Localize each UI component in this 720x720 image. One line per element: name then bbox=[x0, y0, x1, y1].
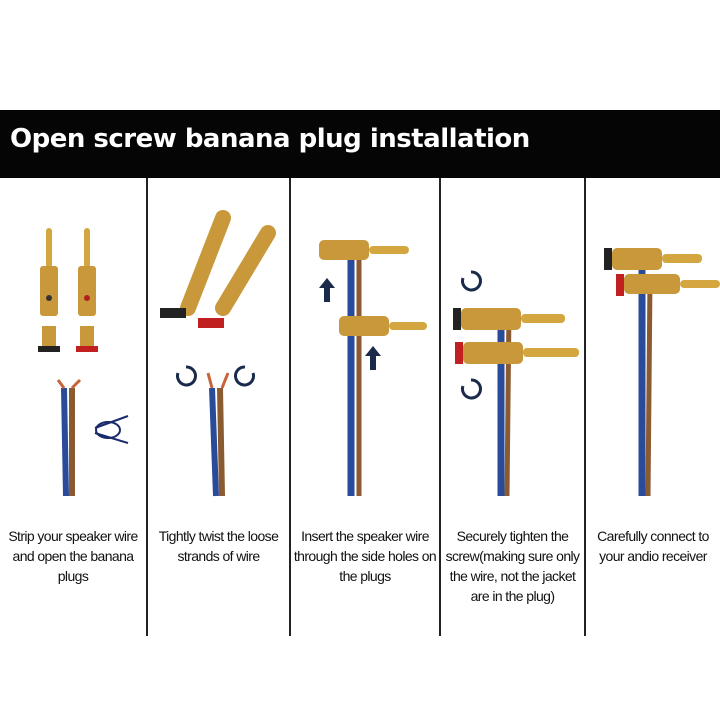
tighten-screw-illustration bbox=[453, 270, 579, 497]
wire-stripper-icon bbox=[94, 415, 129, 444]
page-title: Open screw banana plug installation bbox=[10, 124, 530, 154]
twist-wire-illustration bbox=[160, 210, 276, 497]
column-divider bbox=[584, 178, 586, 636]
banana-plug-icon bbox=[319, 240, 427, 336]
column-divider bbox=[289, 178, 291, 636]
step-caption: Tightly twist the loose strands of wire bbox=[158, 528, 279, 564]
step-caption: Carefully connect to your andio receiver bbox=[597, 528, 709, 564]
step-2: Tightly twist the loose strands of wire bbox=[148, 178, 289, 636]
arrow-up-icon bbox=[319, 278, 381, 370]
column-divider bbox=[439, 178, 441, 636]
speaker-wire-icon bbox=[206, 372, 230, 497]
rotate-icon bbox=[461, 270, 482, 400]
banana-plug-icon bbox=[604, 248, 720, 296]
speaker-wire-icon bbox=[497, 307, 512, 497]
speaker-wire-icon bbox=[347, 248, 362, 496]
banana-plug-icon bbox=[38, 228, 98, 352]
banana-plug-icon bbox=[160, 210, 276, 328]
strip-wire-illustration bbox=[38, 228, 129, 497]
step-1: Strip your speaker wire and open the ban… bbox=[0, 178, 146, 636]
speaker-wire-icon bbox=[638, 268, 653, 497]
step-caption: Insert the speaker wire through the side… bbox=[293, 528, 437, 584]
step-3: Insert the speaker wire through the side… bbox=[291, 178, 439, 636]
step-5: Carefully connect to your andio receiver bbox=[586, 178, 720, 636]
rotate-icon bbox=[176, 365, 255, 387]
title-banner: Open screw banana plug installation bbox=[0, 110, 720, 178]
connect-receiver-illustration bbox=[604, 248, 720, 497]
speaker-wire-icon bbox=[56, 378, 82, 497]
banana-plug-icon bbox=[453, 308, 579, 364]
step-caption: Securely tighten the screw(making sure o… bbox=[445, 528, 580, 604]
step-4: Securely tighten the screw(making sure o… bbox=[441, 178, 584, 636]
step-caption: Strip your speaker wire and open the ban… bbox=[8, 528, 138, 584]
insert-wire-illustration bbox=[319, 240, 427, 496]
column-divider bbox=[146, 178, 148, 636]
